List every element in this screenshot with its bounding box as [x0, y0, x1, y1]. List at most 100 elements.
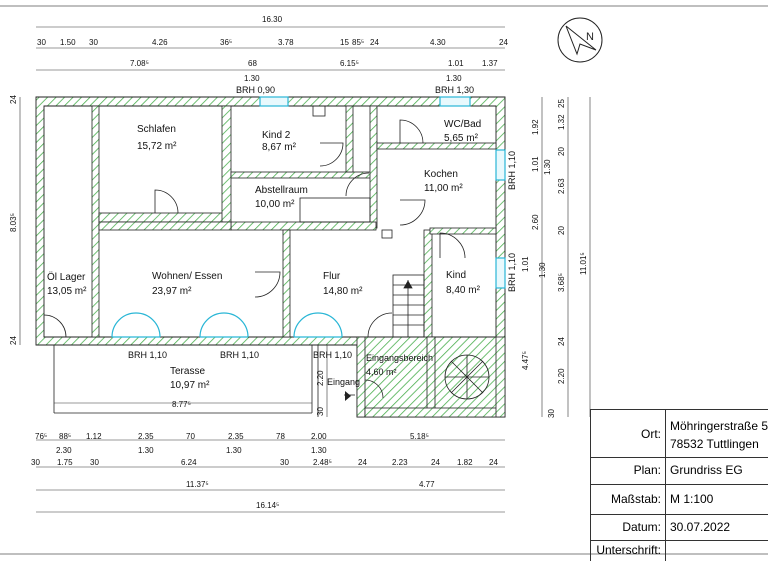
- title-row-datum: Datum: 30.07.2022: [591, 514, 768, 541]
- dim-label: 1.30: [244, 74, 260, 83]
- title-block: Ort: Möhringerstraße 5 78532 Tuttlingen …: [590, 409, 768, 561]
- dim-label: 30: [37, 38, 46, 47]
- dim-label: 1.12: [86, 432, 102, 441]
- dim-label: 30: [90, 458, 99, 467]
- dim-label: 11.37⁵: [186, 480, 209, 489]
- dim-label: 7.08⁵: [130, 59, 149, 68]
- dim-label: 30: [547, 409, 556, 418]
- dim-label: 85⁵: [352, 38, 364, 47]
- dim-label: 5.18⁵: [410, 432, 429, 441]
- room-name: Eingang: [327, 377, 360, 387]
- dim-label: 30: [280, 458, 289, 467]
- room-name: Kind: [446, 270, 466, 281]
- dim-label: 1.37: [482, 59, 498, 68]
- dim-label: 30: [31, 458, 40, 467]
- dim-label: 2.60: [531, 214, 540, 230]
- dim-label: 1.92: [531, 119, 540, 135]
- dim-label: 24: [499, 38, 508, 47]
- dim-label: 30: [89, 38, 98, 47]
- room-area: 8,67 m²: [262, 142, 297, 153]
- window-label: BRH 1,30: [435, 85, 474, 95]
- dim-label: 4.26: [152, 38, 168, 47]
- dim-label: 3.68⁵: [557, 273, 566, 292]
- dim-label: 24: [9, 95, 18, 104]
- dim-label: 8.03⁵: [9, 213, 18, 232]
- room-name: WC/Bad: [444, 119, 481, 130]
- datum-value: 30.07.2022: [670, 520, 731, 534]
- dim-label: 15: [340, 38, 349, 47]
- room-name: Kochen: [424, 169, 458, 180]
- dim-label: 78: [276, 432, 285, 441]
- dim-label: 4.30: [430, 38, 446, 47]
- dim-label: 1.30: [138, 446, 154, 455]
- north-letter: N: [586, 31, 594, 43]
- windows: [111, 96, 506, 338]
- dim-label: 16.30: [262, 15, 283, 24]
- title-row-unterschrift: Unterschrift:: [591, 540, 768, 561]
- room-area: 8,40 m²: [446, 285, 481, 296]
- plan-label: Plan:: [633, 463, 661, 477]
- dim-label: 70: [186, 432, 195, 441]
- title-row-plan: Plan: Grundriss EG: [591, 457, 768, 485]
- window-label: BRH 1,10: [507, 151, 517, 190]
- dimension-lines: [19, 26, 591, 513]
- dim-label: 24: [9, 336, 18, 345]
- room-labels: Schlafen 15,72 m² Kind 2 8,67 m² WC/Bad …: [47, 119, 481, 391]
- window-label: BRH 1,10: [313, 350, 352, 360]
- dim-label: 1.01: [521, 256, 530, 272]
- room-name: Wohnen/ Essen: [152, 271, 222, 282]
- dim-label: 1.30: [311, 446, 327, 455]
- room-area: 14,80 m²: [323, 286, 363, 297]
- dim-label: 20: [557, 226, 566, 235]
- dim-label: 4.77: [419, 480, 435, 489]
- dim-label: 1.30: [538, 262, 547, 278]
- dim-label: 24: [431, 458, 440, 467]
- dim-label: 1.32: [557, 114, 566, 130]
- interior-lines: [299, 105, 490, 400]
- dim-label: 1.30: [226, 446, 242, 455]
- dim-label: 24: [489, 458, 498, 467]
- dim-label: 1.30: [543, 159, 552, 175]
- dim-label: 1.01: [531, 156, 540, 172]
- dim-label: 88⁵: [59, 432, 71, 441]
- room-name: Schlafen: [137, 124, 176, 135]
- room-area: 15,72 m²: [137, 141, 177, 152]
- dim-label: 24: [370, 38, 379, 47]
- datum-label: Datum:: [622, 520, 661, 534]
- dim-label: 8.77⁵: [172, 400, 191, 409]
- room-area: 23,97 m²: [152, 286, 192, 297]
- dim-label: 1.50: [60, 38, 76, 47]
- title-row-ort: Ort: Möhringerstraße 5 78532 Tuttlingen: [591, 410, 768, 458]
- dim-label: 2.20: [557, 368, 566, 384]
- title-row-massstab: Maßstab: M 1:100: [591, 484, 768, 515]
- dim-label: 2.35: [138, 432, 154, 441]
- window-label: BRH 0,90: [236, 85, 275, 95]
- dim-label: 76⁵: [35, 432, 47, 441]
- unterschrift-label: Unterschrift:: [596, 543, 661, 557]
- room-area: 10,00 m²: [255, 199, 295, 210]
- massstab-label: Maßstab:: [610, 492, 661, 506]
- dim-label: 25: [557, 99, 566, 108]
- north-arrow-icon: N: [557, 17, 603, 63]
- room-name: Flur: [323, 271, 341, 282]
- window-label: BRH 1,10: [128, 350, 167, 360]
- room-name: Eingangsbereich: [366, 353, 433, 363]
- room-area: 10,97 m²: [170, 380, 210, 391]
- dim-label: 1.75: [57, 458, 73, 467]
- dim-label: 2.23: [392, 458, 408, 467]
- room-area: 5,65 m²: [444, 133, 479, 144]
- dim-label: 1.01: [448, 59, 464, 68]
- room-name: Öl Lager: [47, 271, 86, 283]
- dim-label: 36⁵: [220, 38, 232, 47]
- room-area: 4,60 m²: [366, 367, 397, 377]
- dimension-labels: 16.30 30 1.50 30 4.26 36⁵ 3.78 15 85⁵ 24…: [9, 15, 588, 510]
- dim-label: 2.20: [316, 370, 325, 386]
- dim-label: 2.00: [311, 432, 327, 441]
- room-name: Kind 2: [262, 130, 291, 141]
- dim-label: 24: [358, 458, 367, 467]
- ort-line2: 78532 Tuttlingen: [670, 437, 759, 451]
- doors: [43, 119, 466, 399]
- dim-label: 1.30: [446, 74, 462, 83]
- window-label: BRH 1,10: [507, 253, 517, 292]
